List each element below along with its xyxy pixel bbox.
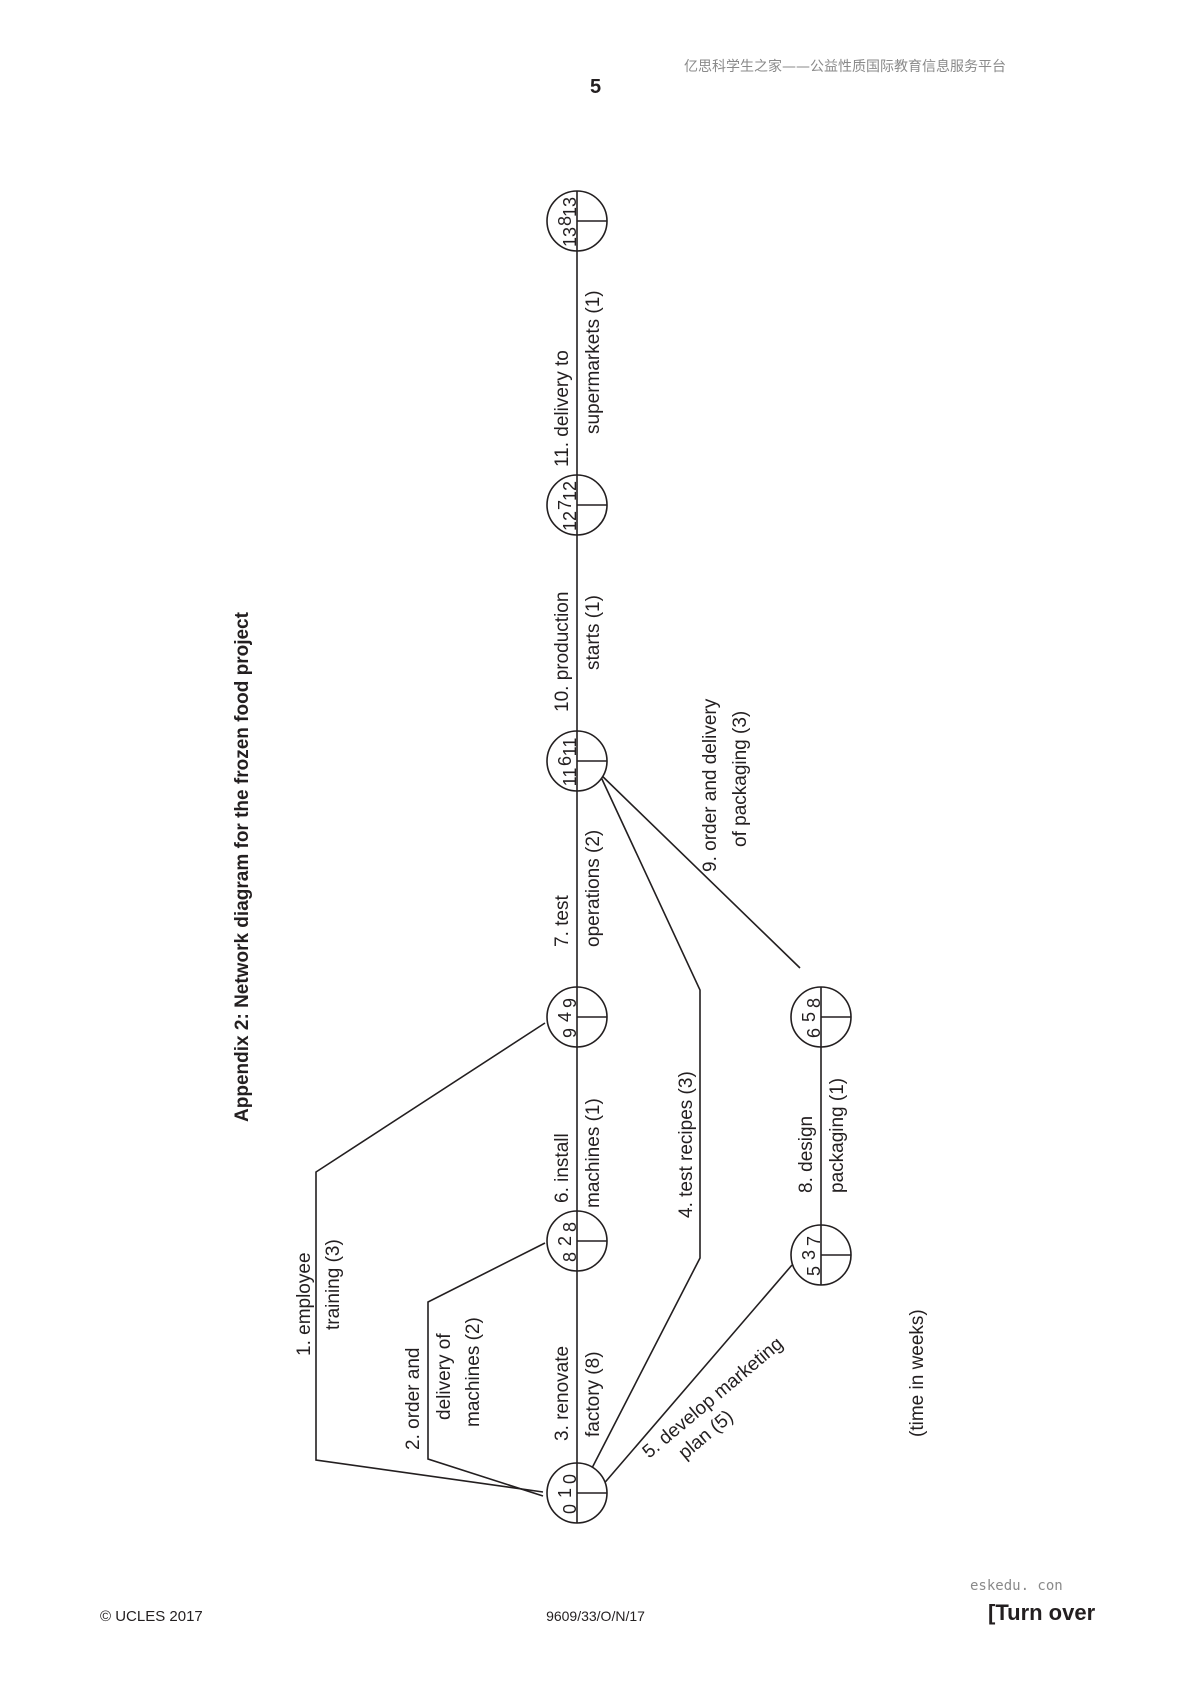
activity-8-label-line2: packaging (1) — [827, 1078, 848, 1193]
node-3 — [790, 1224, 852, 1286]
node-8-number: 8 — [555, 216, 575, 226]
node-8 — [546, 190, 608, 252]
activity-11-label-line1: 11. delivery to — [552, 350, 573, 467]
node-6-number: 6 — [555, 756, 575, 766]
activity-7-label-line2: operations (2) — [583, 830, 604, 947]
activity-1-label-line1: 1. employee — [294, 1252, 315, 1356]
activity-2-label-line2: delivery of — [434, 1333, 455, 1420]
node-6-est: 11 — [560, 768, 580, 787]
activity-6-label-line1: 6. install — [552, 1133, 573, 1203]
node-1-number: 1 — [555, 1488, 575, 1498]
node-8-lft: 13 — [560, 197, 580, 217]
node-5-number: 5 — [799, 1012, 819, 1022]
turn-over-label: [Turn over — [988, 1600, 1096, 1625]
activity-line-4 — [590, 776, 701, 1471]
node-3-number: 3 — [799, 1250, 819, 1260]
node-7-est: 12 — [560, 511, 580, 531]
activity-4-label: 4. test recipes (3) — [676, 1071, 697, 1218]
activity-9-label-line1: 9. order and delivery — [700, 698, 721, 872]
activity-5-label-line1: 5. develop marketing — [639, 1333, 788, 1462]
node-1-lft: 0 — [560, 1474, 580, 1484]
time-note: (time in weeks) — [907, 1309, 928, 1437]
node-1-est: 0 — [560, 1504, 580, 1514]
activity-3-label-line1: 3. renovate — [552, 1346, 573, 1441]
node-2-number: 2 — [555, 1236, 575, 1246]
footer-paper-code: 9609/33/O/N/17 — [546, 1608, 645, 1624]
header-watermark: 亿思科学生之家——公益性质国际教育信息服务平台 — [684, 59, 1006, 75]
node-4-lft: 9 — [560, 998, 580, 1008]
diagram-title: Appendix 2: Network diagram for the froz… — [232, 611, 253, 1122]
node-7 — [546, 474, 608, 536]
node-4 — [546, 986, 608, 1048]
node-8-est: 13 — [560, 227, 580, 247]
activity-11-label-line2: supermarkets (1) — [583, 290, 604, 434]
node-5-lft: 8 — [804, 998, 824, 1008]
activity-line-1 — [315, 1022, 546, 1493]
node-4-est: 9 — [560, 1028, 580, 1038]
footer-copyright: © UCLES 2017 — [100, 1608, 203, 1625]
activity-2-label-line3: machines (2) — [463, 1317, 484, 1427]
activity-line-2 — [427, 1242, 546, 1497]
node-2-est: 8 — [560, 1252, 580, 1262]
node-6 — [546, 730, 608, 792]
activity-1-label-line2: training (3) — [323, 1239, 344, 1330]
activity-10-label-line1: 10. production — [552, 592, 573, 712]
node-1 — [546, 1462, 608, 1524]
node-5-est: 6 — [804, 1028, 824, 1038]
activity-9-label-line2: of packaging (3) — [730, 711, 751, 847]
node-7-number: 7 — [555, 500, 575, 510]
activity-line-5 — [600, 1264, 793, 1488]
footer-site-watermark: eskedu. con — [970, 1578, 1063, 1594]
activity-10-label-line2: starts (1) — [583, 595, 604, 670]
node-3-lft: 7 — [804, 1236, 824, 1246]
node-4-number: 4 — [555, 1012, 575, 1022]
page-number: 5 — [589, 76, 602, 98]
node-6-lft: 11 — [560, 738, 580, 757]
activity-2-label-line1: 2. order and — [403, 1348, 424, 1450]
node-2 — [546, 1210, 608, 1272]
node-7-lft: 12 — [560, 481, 580, 501]
activity-line-9 — [596, 770, 801, 969]
activity-6-label-line2: machines (1) — [583, 1098, 604, 1208]
node-3-est: 5 — [804, 1266, 824, 1276]
node-5 — [790, 986, 852, 1048]
activity-3-label-line2: factory (8) — [583, 1351, 604, 1437]
activity-8-label-line1: 8. design — [796, 1116, 817, 1193]
node-2-lft: 8 — [560, 1222, 580, 1232]
activity-7-label-line1: 7. test — [552, 895, 573, 947]
